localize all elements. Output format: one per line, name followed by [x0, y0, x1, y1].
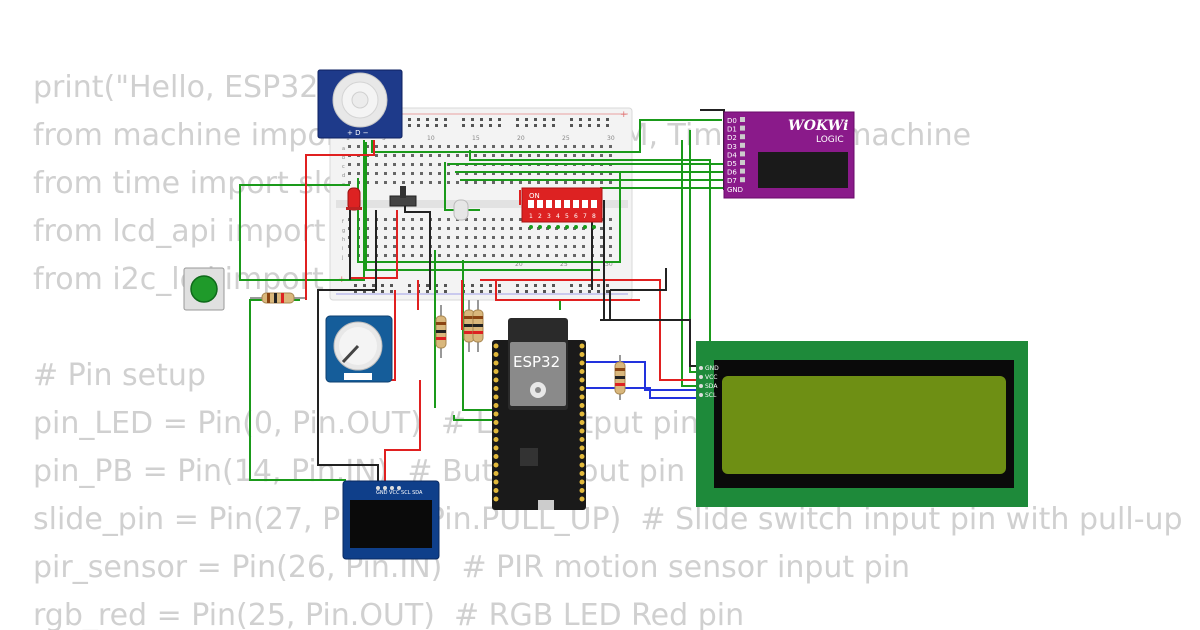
lcd-pin-label: GND [705, 365, 719, 372]
logic-pin-label: D3 [727, 143, 737, 151]
dip-switch-levers [528, 200, 597, 208]
breadboard-number: 15 [472, 135, 480, 142]
dip-lever[interactable] [537, 200, 543, 208]
resistor-rgb-1[interactable] [463, 300, 475, 352]
resistor-rgb-2[interactable] [472, 300, 484, 352]
dip-number: 3 [547, 213, 551, 220]
logic-pin-label: D6 [727, 169, 737, 177]
breadboard-row-letter: a [342, 146, 345, 152]
breadboard-number: 30 [607, 135, 615, 142]
breadboard-number: 20 [517, 135, 525, 142]
code-line: pir_sensor = Pin(26, Pin.IN) # PIR motio… [33, 550, 911, 585]
pir-motion-sensor[interactable]: + D − [317, 69, 403, 139]
breadboard-row-letter: f [342, 219, 344, 225]
code-line: pin_LED = Pin(0, Pin.OUT) # LED output p… [33, 406, 699, 441]
dip-lever[interactable] [591, 200, 597, 208]
resistor-button[interactable] [250, 292, 305, 304]
dip-number: 5 [565, 213, 569, 220]
esp32-board[interactable]: ESP32 [492, 318, 586, 510]
dip-lever[interactable] [546, 200, 552, 208]
lcd-display[interactable]: GND VCC SDA SCL [696, 341, 1028, 507]
push-button[interactable] [183, 267, 225, 311]
logic-pin-label: D2 [727, 134, 737, 142]
logic-pin-label: D4 [727, 151, 737, 159]
breadboard-row-letter: c [342, 164, 345, 170]
dip-number: 1 [529, 213, 533, 220]
breadboard-row-letter: h [342, 237, 345, 243]
dip-lever[interactable] [555, 200, 561, 208]
breadboard-plus-label: + [620, 110, 628, 120]
resistor-led[interactable] [435, 305, 447, 358]
breadboard-number: 25 [560, 261, 568, 268]
code-line: rgb_red = Pin(25, Pin.OUT) # RGB LED Red… [33, 598, 745, 630]
lcd-pin-label: VCC [705, 374, 717, 381]
breadboard-row-letter: j [341, 255, 343, 261]
rgb-led[interactable] [453, 199, 469, 221]
slide-switch[interactable] [389, 186, 417, 207]
breadboard-row-letter: b [342, 155, 345, 161]
potentiometer[interactable] [325, 315, 393, 383]
lcd-pin-label: SDA [705, 383, 718, 390]
red-led[interactable] [346, 187, 362, 211]
dip-lever[interactable] [564, 200, 570, 208]
breadboard-holes [348, 118, 612, 293]
dip-number: 8 [592, 213, 596, 220]
breadboard-number: 25 [562, 135, 570, 142]
dip-lever[interactable] [573, 200, 579, 208]
breadboard-number: 20 [515, 261, 523, 268]
breadboard-number: 10 [427, 135, 435, 142]
oled-pin-labels: GND VCC SCL SDA [376, 490, 423, 496]
dip-number: 6 [574, 213, 578, 220]
breadboard-number: 30 [605, 261, 613, 268]
code-line: # Pin setup [33, 358, 206, 393]
dip-number: 4 [556, 213, 560, 220]
logic-sub: LOGIC [816, 135, 844, 145]
dip-number: 2 [538, 213, 542, 220]
dip-lever[interactable] [528, 200, 534, 208]
breadboard-row-letter: g [342, 228, 345, 234]
lcd-pins: GND VCC SDA SCL [699, 365, 719, 399]
logic-brand: WOKWi [788, 118, 848, 134]
breadboard-row-letter: d [342, 173, 345, 179]
logic-pin-label: GND [727, 186, 743, 194]
oled-display[interactable]: GND VCC SCL SDA [342, 480, 440, 560]
logic-pin-label: D0 [727, 117, 737, 125]
esp32-label: ESP32 [513, 353, 560, 371]
breadboard-row-letter: i [342, 246, 343, 252]
logic-pin-label: D5 [727, 160, 737, 168]
resistor-i2c[interactable] [614, 355, 626, 400]
esp32-header-pins [493, 343, 585, 502]
dip-number: 7 [583, 213, 587, 220]
logic-pin-label: D1 [727, 126, 737, 134]
dip-switch-on-label: ON [529, 192, 540, 200]
pir-pin-labels: + D − [347, 129, 369, 137]
lcd-pin-label: SCL [705, 392, 717, 399]
logic-pin-label: D7 [727, 177, 737, 185]
dip-lever[interactable] [582, 200, 588, 208]
